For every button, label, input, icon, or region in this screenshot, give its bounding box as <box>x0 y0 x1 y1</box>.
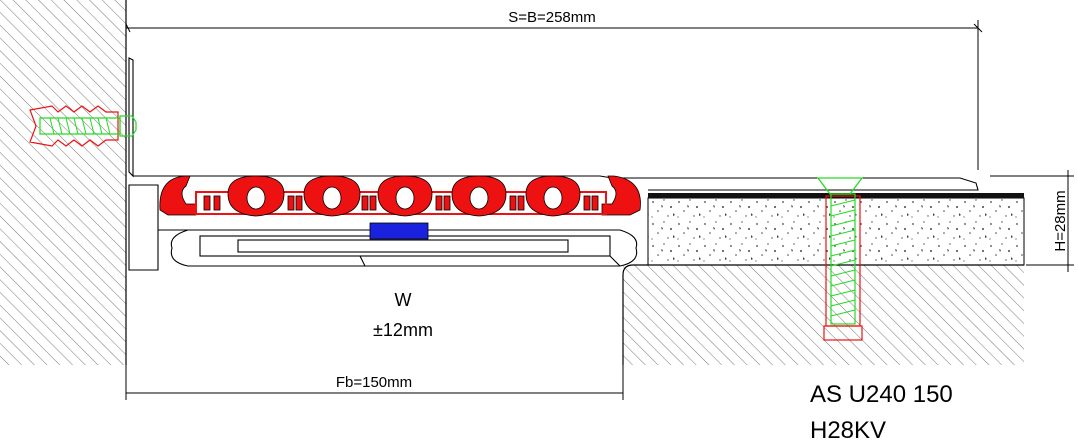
aluminium-profile <box>128 57 979 271</box>
floor-anchor <box>816 177 864 341</box>
center-insert <box>369 222 429 240</box>
right-floor-base <box>622 264 1024 365</box>
concrete-screed <box>647 193 1025 266</box>
height-label: H=28mm <box>1052 190 1069 251</box>
movement-value: ±12mm <box>373 320 433 340</box>
seal-lobe <box>525 175 581 217</box>
movement-label: W <box>395 290 412 310</box>
seal-lobe <box>451 175 507 217</box>
height-dimension <box>990 170 1074 272</box>
model-line2: H28KV <box>810 417 886 444</box>
overall-width-label: S=B=258mm <box>508 9 596 26</box>
model-line1: AS U240 150 <box>810 381 953 408</box>
gap-width-label: Fb=150mm <box>336 374 412 391</box>
seal-lobe <box>377 175 433 217</box>
seal-lobe <box>227 175 285 217</box>
overall-width-dimension <box>125 20 983 170</box>
seal-lobe <box>303 175 361 217</box>
gap-width-dimension <box>125 365 624 400</box>
wall-anchor <box>29 105 137 147</box>
left-wall <box>0 0 127 365</box>
rubber-seal <box>159 175 641 217</box>
